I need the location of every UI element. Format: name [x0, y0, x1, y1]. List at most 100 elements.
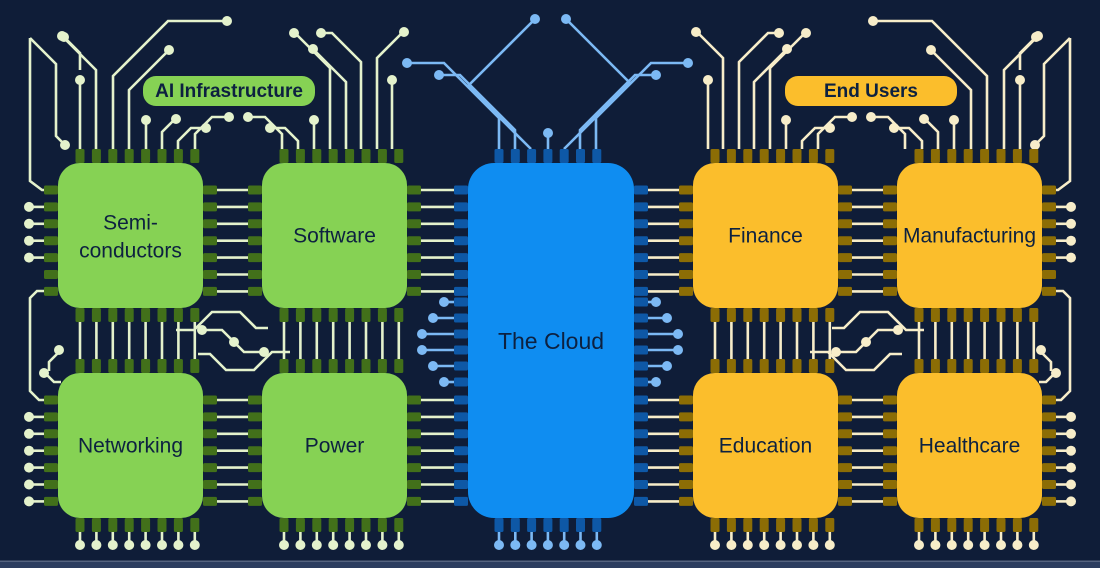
chip-pin: [930, 308, 940, 322]
chip-pin: [634, 480, 648, 489]
chip-pin: [173, 359, 183, 373]
chip-pin: [679, 253, 693, 263]
trace-node-dot: [164, 45, 174, 55]
chip-pin: [634, 313, 648, 323]
circuit-trace: [933, 52, 973, 149]
chip-pin: [1029, 359, 1039, 373]
trace-node-dot: [428, 313, 438, 323]
chip-pin: [510, 518, 520, 532]
chip-pin: [1042, 412, 1056, 422]
chip-pin: [203, 395, 217, 405]
badge-end-users-pill: [785, 76, 957, 106]
chip-pin: [454, 286, 468, 296]
chip-pin: [776, 149, 786, 163]
chip-pin: [776, 308, 786, 322]
chip-pin: [75, 359, 85, 373]
chip-pin: [576, 518, 585, 532]
chip-pin: [190, 308, 200, 322]
chip-pin: [1042, 270, 1056, 279]
chip-pin: [1029, 308, 1039, 322]
circuit-trace: [867, 328, 896, 341]
trace-node-dot: [24, 218, 34, 229]
chip-pin: [203, 286, 217, 296]
chip-pin: [75, 518, 85, 532]
chip-pin: [679, 429, 693, 439]
trace-node-dot: [1015, 75, 1025, 85]
chip-pin: [91, 149, 101, 163]
chip-pin: [328, 149, 338, 163]
circuit-trace: [315, 51, 348, 149]
trace-node-dot: [259, 347, 269, 357]
chip-pin: [454, 297, 468, 307]
trace-node-dot: [24, 428, 34, 439]
chip-pin: [559, 518, 569, 532]
chip-pin: [527, 518, 537, 532]
chip-pin: [679, 463, 693, 473]
chip-pin: [454, 395, 468, 405]
trace-node-dot: [344, 540, 355, 550]
trace-node-dot: [683, 58, 693, 68]
chip-pin: [407, 412, 421, 422]
chip-pin: [634, 297, 648, 307]
chip-pin: [679, 236, 693, 246]
chip-pin: [947, 149, 957, 163]
chip-pin: [44, 286, 58, 296]
trace-node-dot: [542, 540, 553, 550]
chip-pin: [743, 149, 753, 163]
chip-pin: [838, 496, 852, 506]
chip-pin: [248, 395, 262, 405]
chip-pin: [838, 270, 852, 279]
chip-pin: [1042, 202, 1056, 212]
trace-node-dot: [434, 70, 444, 80]
chip-pin: [157, 518, 167, 532]
chip-finance-label: Finance: [728, 225, 803, 248]
trace-node-dot: [781, 115, 791, 125]
circuit-trace: [375, 33, 402, 149]
chip-pin: [1042, 286, 1056, 296]
circuit-trace: [800, 126, 826, 149]
chip-pin: [634, 253, 648, 263]
chip-pin: [279, 518, 289, 532]
chip-pin: [792, 518, 802, 532]
chip-pin: [44, 463, 58, 473]
trace-node-dot: [1012, 540, 1023, 550]
trace-node-dot: [792, 540, 802, 550]
chip-manufacturing-body: [897, 163, 1042, 308]
chip-pin: [1012, 149, 1022, 163]
chip-pin: [454, 429, 468, 439]
chip-pin: [203, 446, 217, 456]
chip-pin: [203, 496, 217, 506]
chip-pin: [44, 253, 58, 263]
circuit-trace: [752, 51, 785, 149]
trace-node-dot: [1051, 368, 1061, 378]
bottom-bar: [0, 560, 1100, 568]
circuit-trace: [193, 115, 225, 149]
trace-node-dot: [171, 114, 181, 124]
chip-pin: [91, 308, 101, 322]
trace-node-dot: [311, 540, 322, 550]
chip-pin: [157, 149, 167, 163]
chip-pin: [679, 395, 693, 405]
trace-node-dot: [24, 201, 34, 212]
chip-pin: [295, 149, 305, 163]
trace-node-dot: [996, 540, 1006, 550]
chip-pin: [883, 185, 897, 195]
chip-pin: [345, 359, 355, 373]
trace-node-dot: [439, 297, 449, 307]
chip-pin: [963, 308, 973, 322]
chip-pin: [345, 308, 355, 322]
chip-pin: [634, 329, 648, 339]
chip-pin: [576, 149, 585, 163]
chip-pin: [1042, 236, 1056, 246]
chip-pin: [173, 518, 183, 532]
chip-pin: [407, 185, 421, 195]
trace-node-dot: [1028, 540, 1039, 550]
chip-pin: [838, 236, 852, 246]
chip-pin: [407, 429, 421, 439]
chip-pin: [295, 359, 305, 373]
chip-pin: [838, 185, 852, 195]
trace-network-end-users: [691, 16, 1076, 507]
chip-pin: [963, 359, 973, 373]
trace-node-dot: [847, 112, 857, 122]
trace-node-dot: [393, 540, 404, 550]
